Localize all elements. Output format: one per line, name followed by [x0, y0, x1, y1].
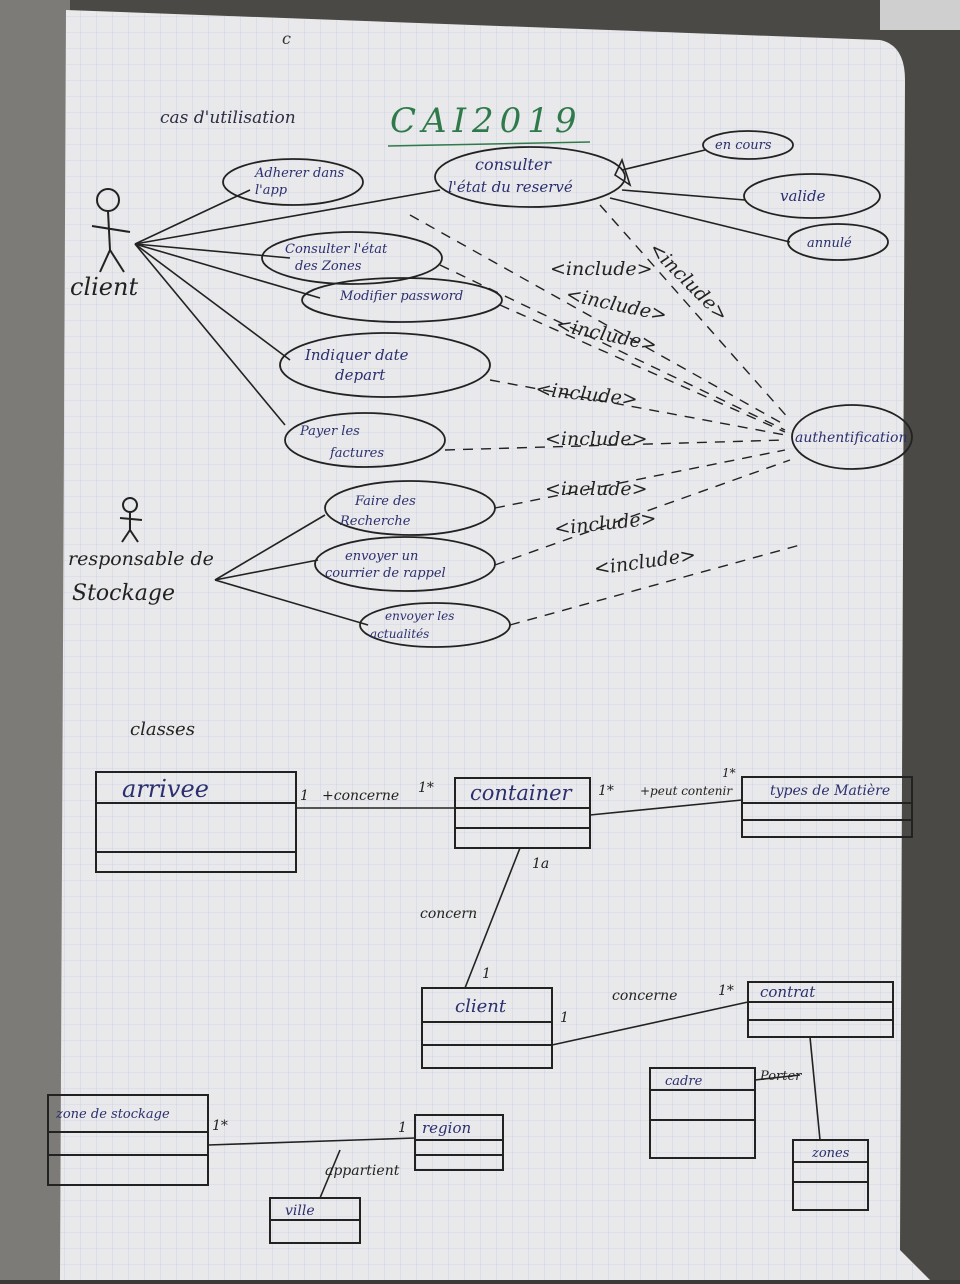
- include-label-1: <include>: [550, 258, 653, 280]
- use-case-ellipses: [222, 130, 913, 648]
- class-box-cadre: [649, 1067, 756, 1159]
- uc-actualites-1: envoyer les: [385, 609, 454, 623]
- a2-right-mult: 1*: [722, 766, 736, 780]
- a5-left-mult: 1*: [212, 1118, 228, 1134]
- manager-actor-label-2: Stockage: [72, 581, 175, 606]
- client-actor-icon: [91, 188, 131, 273]
- page-grid: [60, 10, 930, 1280]
- include-label-7: <include>: [545, 478, 648, 500]
- class-name-contrat: contrat: [760, 983, 816, 1001]
- a5-label: appartient: [325, 1163, 400, 1179]
- a2-left-mult: 1*: [598, 783, 614, 799]
- class-name-arrivee: arrivee: [122, 775, 209, 803]
- manager-associations: [214, 514, 369, 626]
- class-names: arrivee container types de Matière clien…: [55, 775, 890, 1219]
- association-labels: 1 +concerne 1* 1* +peut contenir 1* 1a c…: [212, 766, 802, 1179]
- class-name-types: types de Matière: [770, 783, 890, 799]
- a4-left-mult: 1: [560, 1010, 569, 1026]
- uc-zones-2: des Zones: [295, 259, 362, 274]
- uc-consulter-2: l'état du reservé: [448, 178, 573, 196]
- classes-heading: classes: [130, 719, 195, 740]
- uc-en-cours: en cours: [715, 138, 772, 153]
- class-box-zones: [792, 1139, 869, 1211]
- uc-courrier-2: courrier de rappel: [325, 566, 446, 581]
- a6-label: Porter: [759, 1069, 802, 1084]
- uc-adherer-2: l'app: [255, 183, 288, 198]
- uc-annule: annulé: [807, 236, 852, 251]
- diagram-title: CAI2019: [390, 101, 583, 141]
- a3-bottom-mult: 1: [482, 966, 491, 982]
- class-name-client: client: [455, 996, 507, 1017]
- title-underline: [387, 141, 591, 147]
- uc-courrier-1: envoyer un: [345, 549, 418, 564]
- class-box-contrat: [747, 981, 894, 1038]
- a1-left-mult: 1: [300, 788, 309, 804]
- a1-right-mult: 1*: [418, 780, 434, 796]
- class-name-zones: zones: [811, 1146, 850, 1161]
- uc-consulter-1: consulter: [475, 155, 552, 174]
- uc-authentification: authentification: [795, 430, 908, 446]
- a2-label: +peut contenir: [640, 784, 733, 798]
- a3-top-mult: 1a: [532, 856, 549, 872]
- uc-payer-1: Payer les: [299, 424, 360, 439]
- uc-recherche-1: Faire des: [354, 494, 416, 509]
- client-associations: [134, 189, 441, 426]
- class-box-region: [414, 1114, 504, 1171]
- uc-valide: valide: [780, 187, 826, 205]
- class-box-arrivee: [95, 771, 297, 873]
- corner-object: [880, 0, 960, 30]
- manager-actor-label-1: responsable de: [68, 548, 214, 570]
- class-boxes: [47, 771, 913, 1244]
- uc-modifier: Modifier password: [339, 289, 463, 304]
- class-name-ville: ville: [285, 1203, 315, 1219]
- previous-page-edge: [0, 0, 70, 1280]
- a4-label: concerne: [612, 988, 677, 1004]
- include-lines: [409, 204, 801, 626]
- class-box-zone: [47, 1094, 209, 1186]
- class-box-types: [741, 776, 913, 838]
- a5-right-mult: 1: [398, 1120, 407, 1136]
- a4-right-mult: 1*: [718, 983, 734, 999]
- uc-indiquer-2: depart: [335, 366, 386, 384]
- a3-label: concern: [420, 906, 477, 922]
- uc-recherche-2: Recherche: [339, 514, 411, 529]
- uc-adherer-1: Adherer dans: [254, 166, 344, 181]
- class-box-container: [454, 777, 591, 849]
- state-extend-lines: [609, 149, 791, 243]
- include-label-6: <include>: [545, 428, 648, 450]
- manager-actor-icon: [119, 497, 143, 543]
- class-name-zone: zone de stockage: [55, 1107, 170, 1122]
- class-box-client: [421, 987, 553, 1069]
- client-actor-label: client: [70, 273, 138, 301]
- class-name-container: container: [470, 781, 574, 805]
- page-letter: c: [282, 29, 291, 48]
- uc-actualites-2: actualités: [370, 627, 429, 641]
- class-associations: [207, 799, 821, 1199]
- class-name-cadre: cadre: [665, 1074, 703, 1089]
- uc-indiquer-1: Indiquer date: [304, 346, 409, 364]
- a1-label: +concerne: [322, 788, 399, 804]
- uc-payer-2: factures: [329, 446, 384, 461]
- use-case-labels: Adherer dans l'app consulter l'état du r…: [254, 138, 908, 641]
- use-case-heading: cas d'utilisation: [160, 108, 296, 128]
- class-name-region: region: [422, 1119, 471, 1137]
- uc-zones-1: Consulter l'état: [285, 242, 388, 257]
